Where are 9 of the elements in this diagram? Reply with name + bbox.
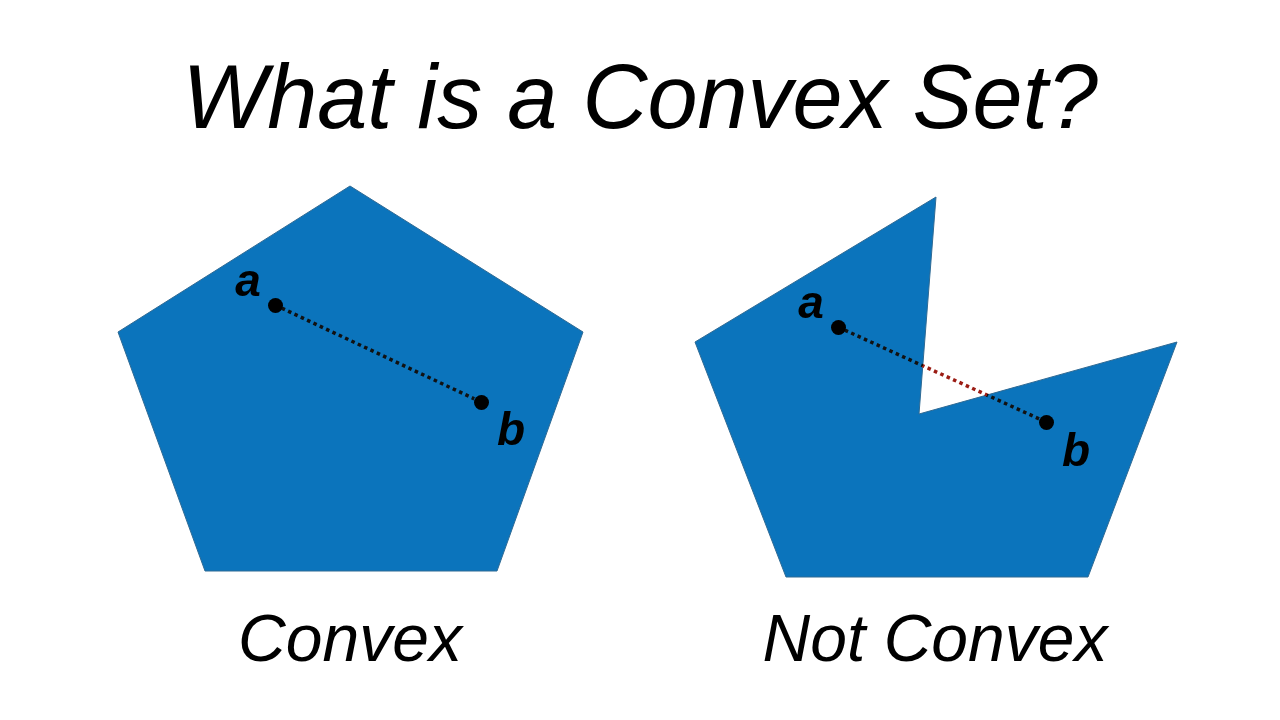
point-label: b <box>496 406 526 452</box>
point-label: a <box>235 257 261 303</box>
dotted-line <box>281 306 475 401</box>
dotted-line <box>844 328 1040 421</box>
shape-caption: Convex <box>238 605 462 671</box>
shape-caption: Not Convex <box>762 605 1108 671</box>
point-label: a <box>798 279 824 325</box>
title: What is a Convex Set? <box>182 52 1098 142</box>
point-label: b <box>1061 427 1091 473</box>
